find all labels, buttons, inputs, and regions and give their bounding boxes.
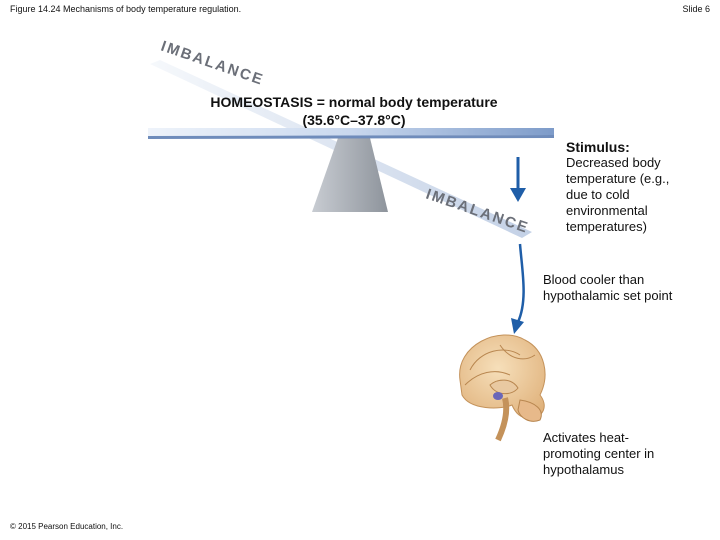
level-beam-edge — [148, 135, 554, 139]
brain-illustration — [459, 334, 546, 442]
level-beam — [148, 128, 554, 136]
receptor-step-text: Blood cooler than hypothalamic set point — [543, 272, 673, 303]
stimulus-heading: Stimulus: — [566, 139, 630, 155]
imbalance-top-label: IMBALANCE — [159, 38, 267, 89]
stimulus-text: Decreased body temperature (e.g., due to… — [566, 155, 670, 234]
figure-caption: Figure 14.24 Mechanisms of body temperat… — [10, 4, 242, 14]
temperature-range: (35.6°C–37.8°C) — [302, 112, 406, 128]
fulcrum — [312, 138, 388, 212]
stimulus-arrow — [510, 157, 526, 202]
homeostasis-title: HOMEOSTASIS = normal body temperature — [210, 94, 498, 110]
pathway-arrow — [511, 243, 525, 334]
slide-number: Slide 6 — [682, 4, 710, 14]
control-center-step-text: Activates heat-promoting center in hypot… — [543, 430, 655, 477]
copyright: © 2015 Pearson Education, Inc. — [10, 522, 124, 531]
